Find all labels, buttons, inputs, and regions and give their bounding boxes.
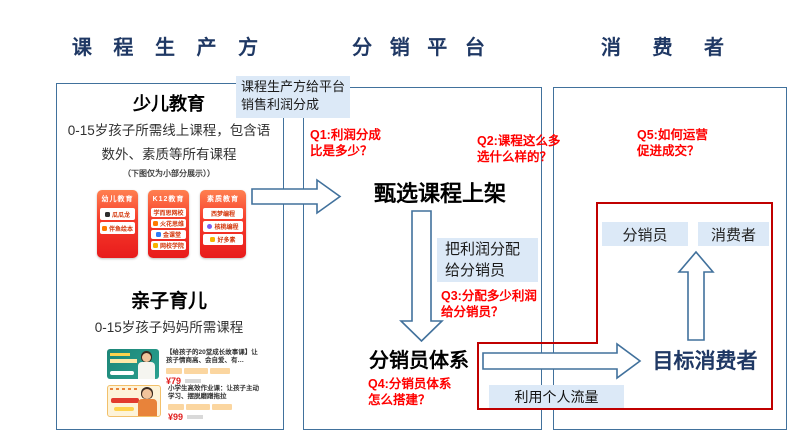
edu-card-title: 素质教育 (207, 196, 239, 203)
app-name: 西梦编程 (210, 212, 235, 218)
muted-text-bar (185, 378, 202, 383)
thumb-text-bar (110, 353, 130, 356)
course-tag (186, 403, 210, 410)
section-title-parenting: 亲子育儿 (130, 291, 207, 312)
app-name: 好多素 (217, 238, 236, 244)
person-photo (138, 399, 157, 416)
personal-traffic-box: 利用个人流量 (489, 385, 624, 408)
q4-label: Q4:分销员体系 怎么搭建？ (368, 377, 452, 408)
edu-card-title: 幼儿教育 (101, 196, 134, 203)
app-name: 学而思网校 (153, 211, 184, 217)
parenting-description: 0-15岁孩子妈妈所需课程 (94, 320, 244, 335)
header-distribution-platform: 分 销 平 台 (352, 37, 491, 59)
thumb-text-bar (114, 407, 134, 411)
app-logo-icon (101, 225, 107, 231)
edu-card-quality: 素质教育 西梦编程 核桃编程 好多素 (200, 190, 246, 258)
course-thumbnail (107, 385, 161, 417)
app-name: 网校学院 (159, 244, 184, 250)
person-photo (138, 362, 155, 379)
person-photo (142, 389, 152, 399)
q5-label: Q5:如何运营 促进成交？ (637, 128, 708, 159)
app-pill: 金课堂 (151, 230, 186, 239)
course-thumbnail (107, 349, 159, 379)
course-tag (166, 367, 182, 374)
thumb-text-bar (110, 359, 137, 363)
app-logo-icon (152, 221, 158, 226)
app-pill: 火花思维 (151, 219, 186, 228)
kids-education-note: （下图仅为小部分展示）） (123, 169, 215, 178)
header-course-producer: 课 程 生 产 方 (71, 37, 267, 59)
consumer-chip: 消费者 (698, 222, 769, 246)
thumb-text-bar (110, 371, 134, 375)
course-title: 小学生高效作业课：让孩子主动学习、摆脱磨蹭拖拉 (168, 385, 259, 401)
app-logo-icon (104, 211, 110, 217)
course-item: 【给孩子的20堂成长故事课】让孩子情商高、会自爱、有… ¥79 (107, 349, 258, 386)
step-select-courses: 甄选课程上架 (373, 181, 506, 206)
course-tag (184, 367, 208, 374)
course-price-row: ¥99 (168, 412, 260, 422)
course-tag (212, 403, 232, 410)
app-name: 火花思维 (159, 222, 184, 228)
q1-label: Q1:利润分成 比是多少？ (310, 128, 381, 159)
course-tags (166, 367, 258, 374)
app-logo-icon (152, 243, 158, 248)
course-price: ¥79 (166, 375, 182, 386)
header-consumer: 消 费 者 (600, 37, 738, 59)
app-name: 瓜瓜龙 (111, 212, 130, 219)
star-icon (210, 237, 216, 242)
course-price-row: ¥79 (166, 376, 258, 386)
app-pill: 瓜瓜龙 (100, 208, 135, 220)
target-consumer-label: 目标消费者 (652, 350, 758, 373)
muted-text-bar (187, 414, 204, 419)
app-pill: 伴鱼绘本 (100, 222, 135, 234)
kids-education-description: 0-15岁孩子所需线上课程，包含语 数外、素质等所有课程 (67, 123, 271, 162)
section-title-kids-education: 少儿教育 (133, 94, 205, 114)
app-name: 金课堂 (162, 233, 181, 239)
profit-distribution-box: 把利润分配 给分销员 (437, 238, 538, 282)
step-distributor-system: 分销员体系 (369, 350, 469, 372)
course-tags (168, 403, 260, 410)
edu-card-k12: K12教育 学而思网校 火花思维 金课堂 网校学院 (148, 190, 189, 258)
app-pill: 西梦编程 (203, 208, 243, 219)
app-name: 核桃编程 (214, 225, 239, 231)
app-pill: 好多素 (203, 234, 243, 245)
app-logo-icon (155, 232, 161, 237)
thumb-deco (110, 388, 140, 390)
course-item: 小学生高效作业课：让孩子主动学习、摆脱磨蹭拖拉 ¥99 (107, 385, 260, 422)
q3-label: Q3:分配多少利润 给分销员？ (441, 289, 537, 320)
course-tag (210, 367, 230, 374)
callout-profit-share: 课程生产方给平台销售利润分成 (236, 76, 350, 118)
q2-label: Q2:课程这么多 选什么样的？ (477, 134, 561, 165)
course-tag (168, 403, 184, 410)
course-price: ¥99 (168, 411, 184, 422)
person-photo (142, 353, 151, 362)
course-title: 【给孩子的20堂成长故事课】让孩子情商高、会自爱、有… (166, 349, 258, 365)
thumb-text-bar (111, 398, 139, 403)
distributor-chip: 分销员 (602, 222, 688, 246)
app-pill: 网校学院 (151, 241, 186, 250)
app-logo-icon (207, 224, 213, 229)
app-pill: 核桃编程 (203, 221, 243, 232)
app-pill: 学而思网校 (151, 208, 186, 217)
app-name: 伴鱼绘本 (108, 226, 133, 233)
edu-card-title: K12教育 (152, 196, 185, 203)
edu-card-preschool: 幼儿教育 瓜瓜龙 伴鱼绘本 (97, 190, 138, 258)
